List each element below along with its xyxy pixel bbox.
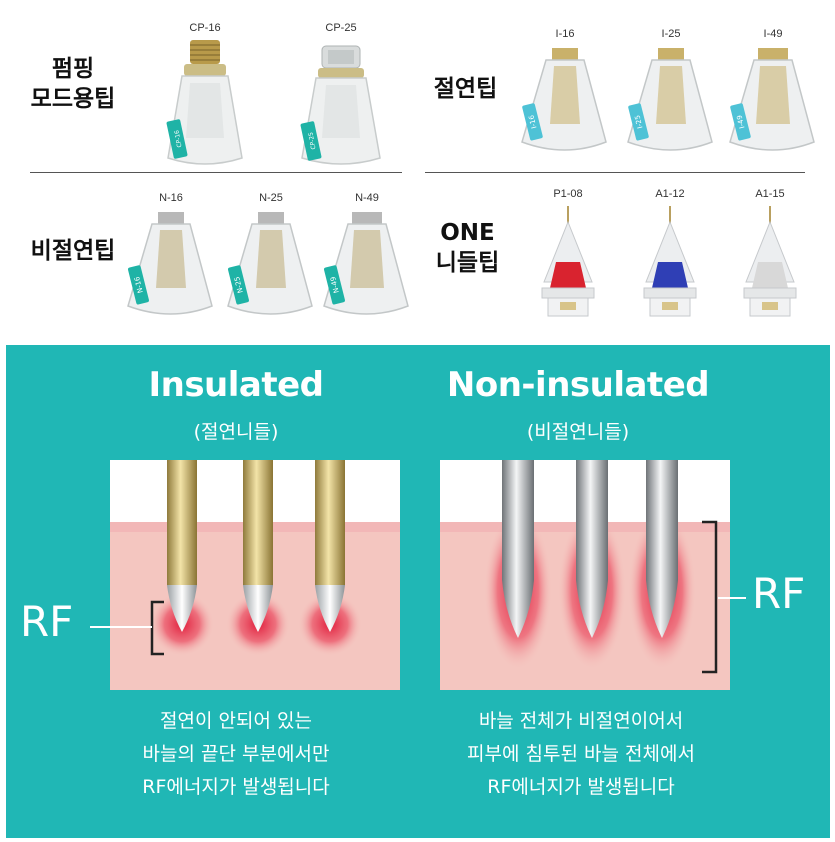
non-insulated-rf-label: RF [752, 569, 806, 618]
non-insulated-tip-image: N-49 [323, 212, 409, 315]
insulated-title: Insulated [148, 365, 324, 405]
non-insulated-diagram [440, 460, 730, 690]
tip-cp25: CP-25 CP-25 [296, 22, 386, 172]
non-insulated-tip-image: N-16 [127, 212, 213, 315]
non-insulated-rf-line [718, 597, 746, 599]
one-needle-tip-image [743, 206, 797, 317]
insulated-rf-label: RF [20, 597, 74, 646]
insulated-tip-image: I-49 [729, 48, 815, 151]
tip-i25: I-25 I-25 [622, 28, 720, 163]
insulated-diagram [110, 460, 400, 690]
svg-text:I-49: I-49 [735, 114, 746, 129]
insulated-tip-image: I-16 [521, 48, 607, 151]
pumping-tip-image: CP-16 [166, 40, 243, 165]
one-needle-tip-image [643, 206, 697, 317]
insulated-tip-label: 절연팁 [433, 76, 498, 102]
tip-code: N-25 [259, 192, 283, 204]
insulated-tip-image: I-25 [627, 48, 713, 151]
tip-n25: N-25 N-25 [222, 192, 320, 327]
insulated-subtitle: (절연니들) [193, 421, 279, 443]
non-insulated-title: Non-insulated [446, 365, 710, 405]
one-needle-tip-label: ONE 니들팁 [435, 220, 500, 276]
tip-i49: I-49 I-49 [724, 28, 822, 163]
non-insulated-tip-image: N-25 [227, 212, 313, 315]
one-needle-tip-image [541, 206, 595, 317]
svg-text:N-16: N-16 [133, 275, 145, 294]
pumping-tip-image: CP-25 [300, 45, 381, 165]
insulated-description: 절연이 안되어 있는 바늘의 끝단 부분에서만 RF에너지가 발생됩니다 [142, 710, 330, 798]
non-insulated-description: 바늘 전체가 비절연이어서 피부에 침투된 바늘 전체에서 RF에너지가 발생됩… [467, 710, 695, 798]
divider-right [425, 172, 805, 173]
tip-catalog: 펌핑 모드용팁 절연팁 비절연팁 ONE 니들팁 CP-16 CP-16 CP-… [0, 0, 835, 335]
comparison-panel: Insulated (절연니들) [6, 345, 830, 838]
tip-a1-15: A1-15 [734, 188, 806, 328]
tip-n49: N-49 N-49 [318, 192, 416, 327]
tip-code: CP-16 [189, 22, 221, 34]
tip-code: I-16 [555, 28, 575, 40]
tip-code: A1-12 [655, 188, 685, 200]
tip-cp16: CP-16 CP-16 [160, 22, 250, 172]
svg-text:I-25: I-25 [633, 114, 644, 129]
svg-text:N-25: N-25 [233, 276, 245, 294]
tip-code: I-49 [763, 28, 783, 40]
pumping-tip-label: 펌핑 모드용팁 [30, 56, 116, 112]
non-insulated-tip-label: 비절연팁 [30, 238, 116, 264]
tip-n16: N-16 N-16 [122, 192, 220, 327]
tip-code: CP-25 [325, 22, 357, 34]
svg-text:CP-16: CP-16 [173, 129, 183, 148]
svg-text:CP-25: CP-25 [307, 131, 317, 150]
tip-code: N-16 [159, 192, 183, 204]
tip-i16: I-16 I-16 [516, 28, 614, 163]
insulated-rf-line [90, 626, 152, 628]
tip-code: A1-15 [755, 188, 785, 200]
tip-code: P1-08 [553, 188, 583, 200]
non-insulated-subtitle: (비절연니들) [526, 421, 630, 443]
svg-text:N-49: N-49 [329, 276, 341, 294]
tip-code: I-25 [661, 28, 681, 40]
svg-text:I-16: I-16 [527, 114, 538, 130]
tip-a1-12: A1-12 [634, 188, 706, 328]
tip-code: N-49 [355, 192, 379, 204]
divider-left [30, 172, 402, 173]
tip-p1-08: P1-08 [532, 188, 604, 328]
